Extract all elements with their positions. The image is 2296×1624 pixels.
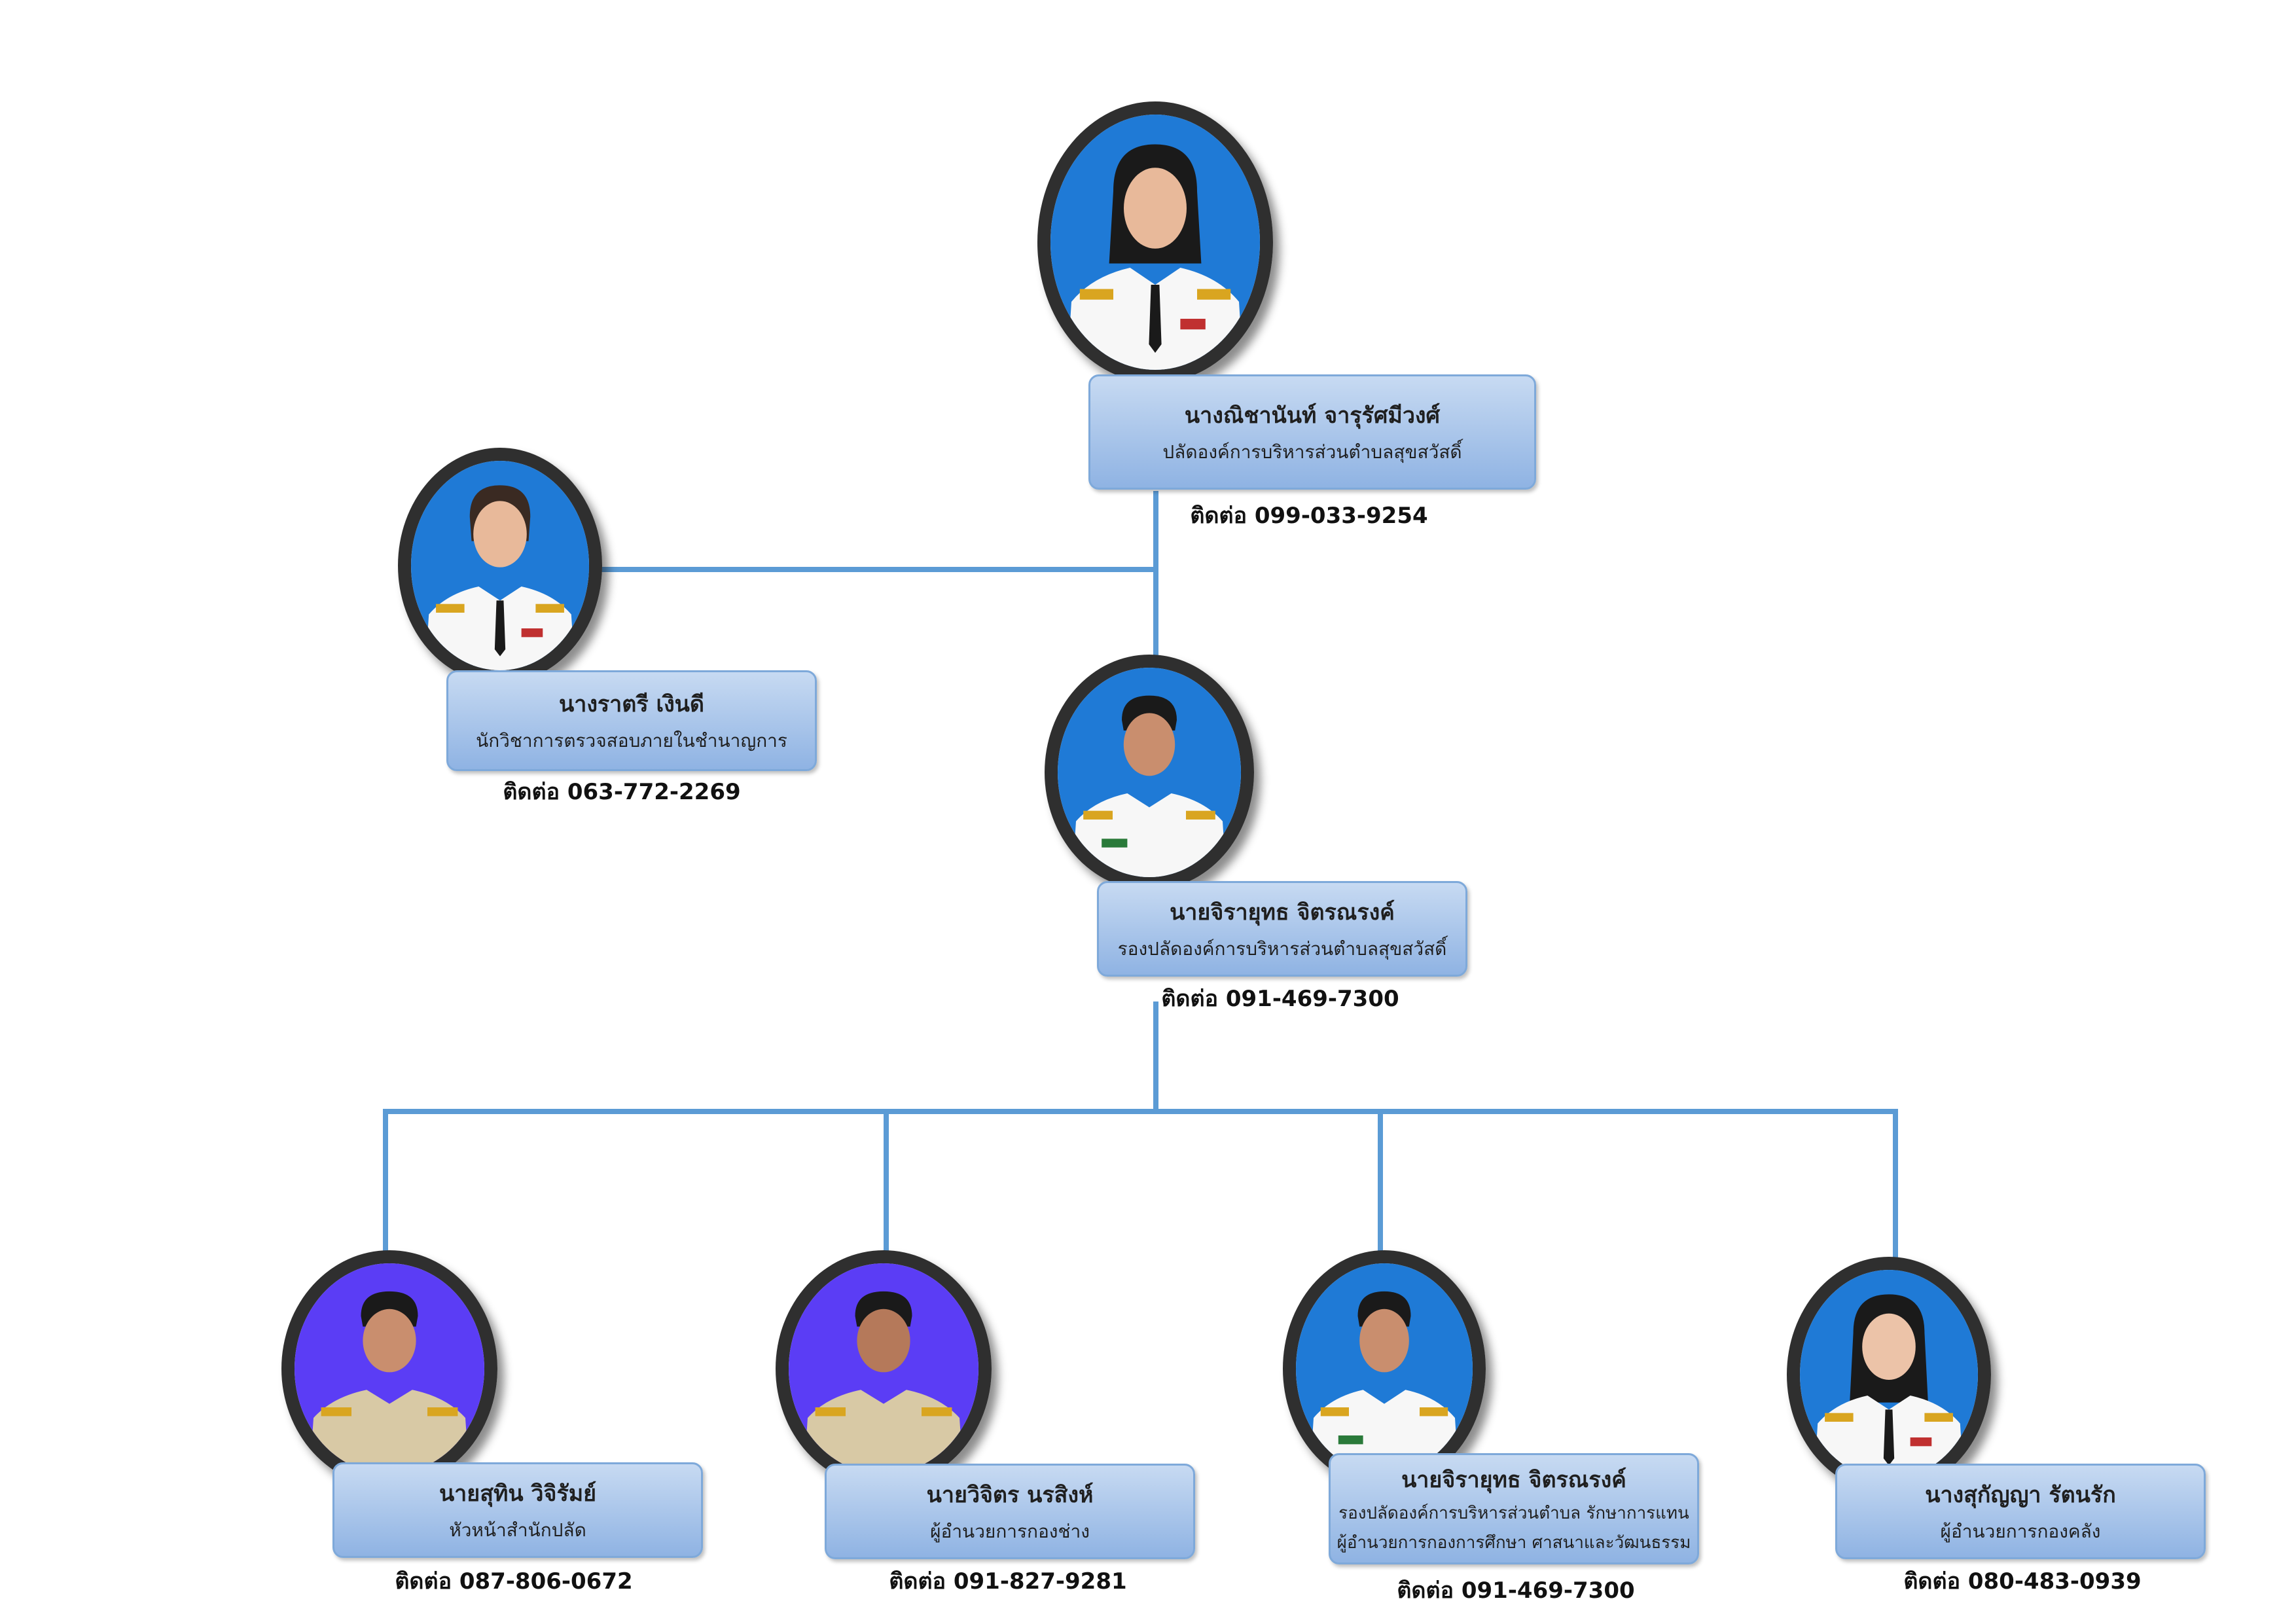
connector-drop-education	[1378, 1109, 1383, 1259]
finance-card: นางสุกัญญา รัตนรัก ผู้อำนวยการกองคลัง	[1835, 1464, 2206, 1559]
connector-drop-office-head	[383, 1109, 388, 1259]
finance-role: ผู้อำนวยการกองคลัง	[1940, 1521, 2101, 1542]
auditor-role: นักวิชาการตรวจสอบภายในชำนาญการ	[476, 730, 787, 751]
chief-card: นางณิชานันท์ จารุรัศมีวงศ์ ปลัดองค์การบร…	[1088, 374, 1536, 490]
connector-trunk-upper	[1153, 491, 1158, 687]
education-photo	[1283, 1250, 1486, 1487]
office-head-contact: ติดต่อ 087-806-0672	[395, 1568, 633, 1595]
connector-auditor	[569, 567, 1158, 572]
office-head-name: นายสุทิน วิจิรัมย์	[439, 1481, 597, 1507]
education-contact: ติดต่อ 091-469-7300	[1397, 1578, 1635, 1604]
deputy-contact: ติดต่อ 091-469-7300	[1161, 986, 1399, 1012]
education-name: นายจิรายุทธ จิตรณรงค์	[1401, 1467, 1626, 1493]
deputy-name: นายจิรายุทธ จิตรณรงค์	[1170, 899, 1395, 926]
engineering-contact: ติดต่อ 091-827-9281	[889, 1568, 1127, 1595]
connector-trunk-lower	[1153, 1001, 1158, 1113]
education-role: รองปลัดองค์การบริหารส่วนตำบล รักษาการแทน	[1338, 1504, 1689, 1523]
chief-name: นางณิชานันท์ จารุรัศมีวงศ์	[1184, 403, 1441, 429]
finance-photo	[1787, 1257, 1991, 1492]
education-card: นายจิรายุทธ จิตรณรงค์ รองปลัดองค์การบริห…	[1329, 1453, 1699, 1564]
connector-drop-finance	[1893, 1109, 1898, 1272]
engineering-role: ผู้อำนวยการกองช่าง	[930, 1521, 1090, 1542]
deputy-photo	[1045, 655, 1254, 890]
chief-contact: ติดต่อ 099-033-9254	[1190, 503, 1428, 529]
deputy-role: รองปลัดองค์การบริหารส่วนตำบลสุขสวัสดิ์	[1117, 938, 1447, 960]
connector-drop-engineering	[884, 1109, 889, 1259]
office-head-card: นายสุทิน วิจิรัมย์ หัวหน้าสำนักปลัด	[332, 1462, 703, 1558]
auditor-contact: ติดต่อ 063-772-2269	[503, 779, 741, 805]
engineering-card: นายวิจิตร นรสิงห์ ผู้อำนวยการกองช่าง	[825, 1464, 1195, 1559]
engineering-name: นายวิจิตร นรสิงห์	[926, 1482, 1094, 1508]
office-head-role: หัวหน้าสำนักปลัด	[449, 1519, 586, 1541]
chief-photo	[1037, 101, 1273, 383]
finance-contact: ติดต่อ 080-483-0939	[1903, 1568, 2142, 1595]
auditor-photo	[398, 448, 602, 683]
auditor-name: นางราตรี เงินดี	[558, 691, 704, 717]
education-role-line2: ผู้อำนวยการกองการศึกษา ศาสนาและวัฒนธรรม	[1336, 1533, 1691, 1553]
finance-name: นางสุกัญญา รัตนรัก	[1925, 1482, 2116, 1508]
chief-role: ปลัดองค์การบริหารส่วนตำบลสุขสวัสดิ์	[1162, 441, 1462, 463]
connector-bus	[383, 1109, 1898, 1114]
office-head-photo	[281, 1250, 497, 1487]
deputy-card: นายจิรายุทธ จิตรณรงค์ รองปลัดองค์การบริห…	[1097, 881, 1467, 977]
auditor-card: นางราตรี เงินดี นักวิชาการตรวจสอบภายในชำ…	[446, 670, 817, 771]
engineering-photo	[776, 1250, 992, 1487]
